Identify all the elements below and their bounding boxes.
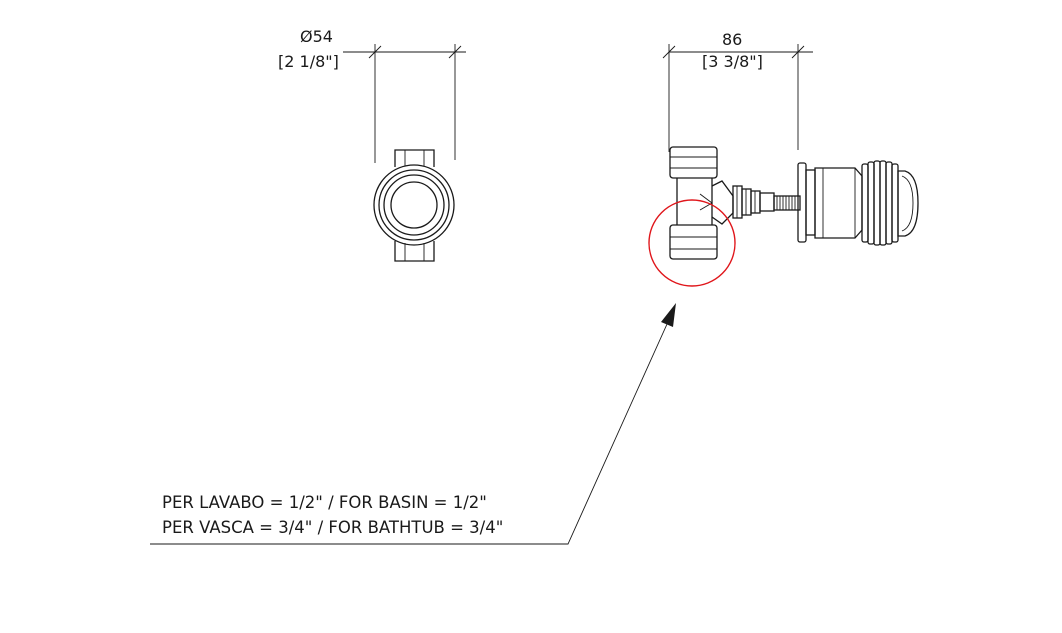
left-dimension-imperial: [2 1/8"] bbox=[278, 52, 339, 71]
side-view bbox=[662, 44, 919, 260]
leader-arrowhead bbox=[661, 303, 676, 327]
knob-ribs bbox=[861, 160, 899, 246]
leader-line bbox=[150, 303, 676, 545]
right-dimension-imperial: [3 3/8"] bbox=[702, 52, 763, 71]
left-dimension-value: Ø54 bbox=[300, 27, 333, 46]
note-line-bathtub: PER VASCA = 3/4" / FOR BATHTUB = 3/4" bbox=[162, 518, 503, 537]
note-line-basin: PER LAVABO = 1/2" / FOR BASIN = 1/2" bbox=[162, 493, 487, 512]
detail-highlight-circle bbox=[648, 199, 736, 287]
front-view bbox=[343, 44, 466, 262]
right-dimension-value: 86 bbox=[722, 30, 742, 49]
stem-threads bbox=[776, 196, 796, 210]
